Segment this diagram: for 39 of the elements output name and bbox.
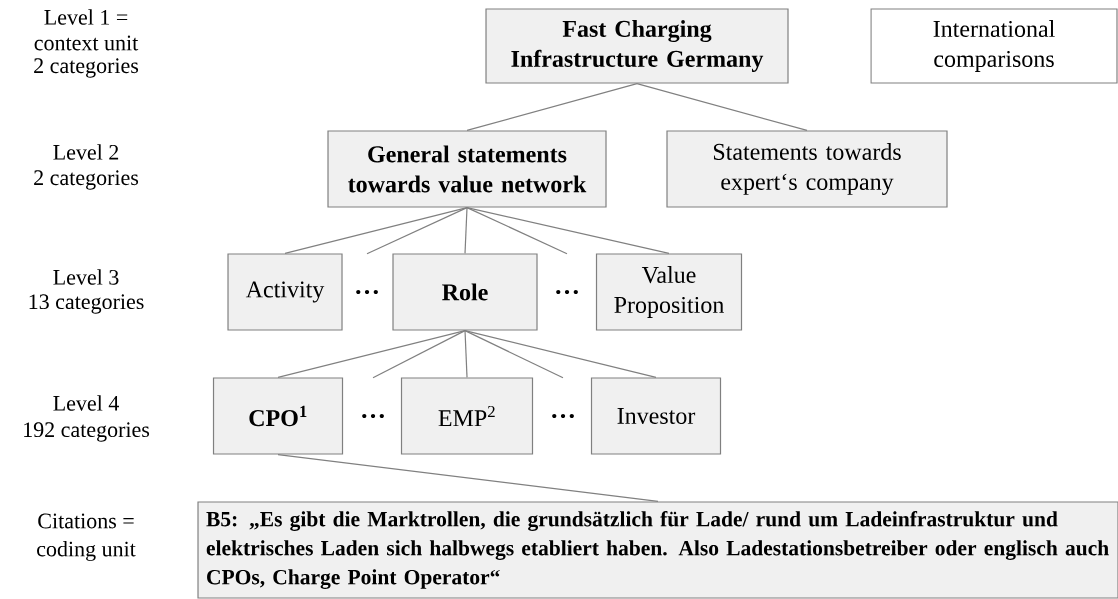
level-label: coding unit bbox=[37, 541, 136, 561]
level-label: Citations = bbox=[38, 513, 134, 529]
ellipsis-text: … bbox=[552, 413, 574, 419]
connector-line bbox=[466, 207, 670, 254]
connector-line bbox=[464, 330, 468, 378]
connector-line bbox=[277, 454, 659, 502]
category-box: Activity bbox=[227, 253, 343, 331]
category-box: Value Proposition bbox=[595, 253, 743, 331]
ellipsis-text: … bbox=[362, 413, 384, 419]
level-label: Level 3 bbox=[53, 269, 119, 285]
connector-line bbox=[464, 330, 657, 378]
level-label: Level 1 = bbox=[44, 9, 128, 25]
category-box: General statements towards value network bbox=[327, 130, 607, 208]
ellipsis-text: … bbox=[356, 289, 378, 295]
level-label: 2 categories bbox=[34, 170, 139, 190]
citation-box: B5: „Es gibt die Marktrollen, die grundsätzlich für Lade/ rund um Ladeinfrastruktur und elektrisches Laden sich halbwegs etabliert haben. Also Ladestationsbetreiber oder englisch auch CPOs, Charge Point Operator“ bbox=[197, 501, 1118, 599]
connector-line bbox=[466, 207, 568, 255]
category-box: CPO$^{1}$ bbox=[212, 377, 344, 455]
level-label: 2 categories bbox=[34, 58, 139, 78]
connector-line bbox=[464, 207, 468, 254]
ellipsis-text: … bbox=[556, 289, 578, 295]
connector-line bbox=[636, 83, 808, 131]
level-label: 13 categories bbox=[29, 294, 144, 314]
connector-line bbox=[284, 207, 468, 254]
level-label: context unit bbox=[34, 35, 139, 51]
connector-line bbox=[466, 83, 638, 131]
category-box: Investor bbox=[590, 377, 722, 455]
connector-line bbox=[277, 330, 466, 378]
level-label: Level 2 bbox=[53, 144, 119, 160]
category-box: Fast Charging Infrastructure Germany bbox=[485, 8, 789, 84]
level-label: 192 categories bbox=[24, 422, 150, 442]
connector-line bbox=[366, 207, 468, 255]
level-label: Level 4 bbox=[53, 395, 119, 411]
category-box: Role bbox=[392, 253, 538, 331]
connector-line bbox=[372, 330, 466, 379]
category-box: EMP$^{2}$ bbox=[400, 377, 534, 455]
category-box: Statements towards expert‘s company bbox=[666, 130, 948, 208]
connector-line bbox=[464, 330, 564, 379]
category-box: International comparisons bbox=[870, 8, 1118, 84]
